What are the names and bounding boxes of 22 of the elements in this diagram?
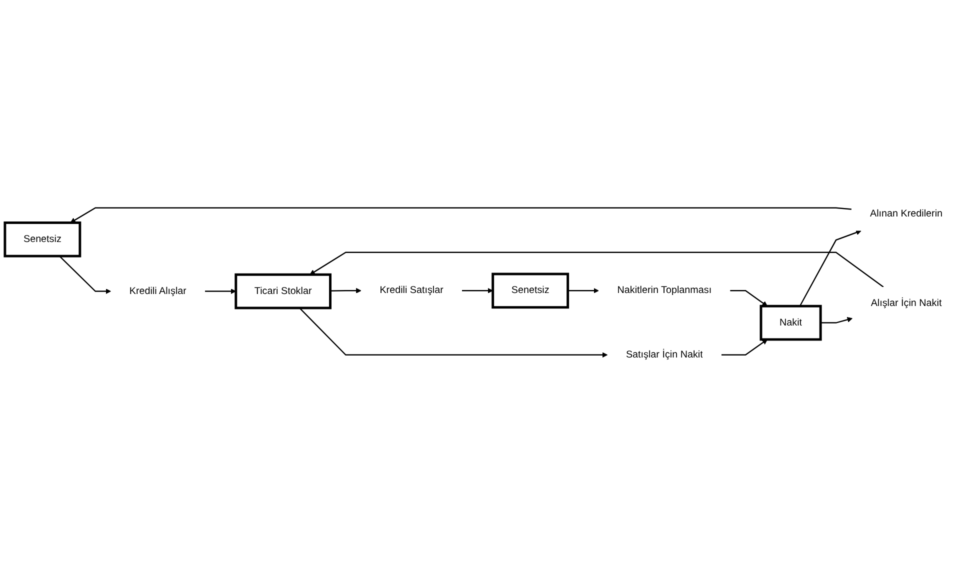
arrow — [730, 290, 768, 306]
node-text: Alışlar İçin Nakit — [870, 298, 942, 309]
arrow — [59, 256, 112, 294]
node-text: Alınan Kredilerin — [870, 208, 943, 220]
node-box: Nakit — [760, 304, 822, 341]
node-text: Satışlar İçin Nakit — [626, 349, 703, 360]
arrow — [462, 288, 494, 294]
arrow — [299, 308, 608, 358]
arrow — [721, 339, 768, 356]
arrow — [205, 288, 236, 294]
node-box: Ticari Stoklar — [234, 273, 332, 310]
arrow — [330, 288, 362, 294]
arrow — [799, 230, 862, 306]
node-box: Senetsiz — [4, 221, 82, 258]
arrow — [310, 252, 884, 288]
node-box: Senetsiz — [492, 272, 570, 309]
arrow — [820, 317, 853, 324]
node-text: Kredili Alışlar — [129, 286, 186, 296]
arrow — [568, 288, 599, 294]
arrow — [70, 207, 852, 223]
node-text: Nakitlerin Toplanması — [617, 285, 712, 296]
node-text: Kredili Satışlar — [380, 285, 444, 296]
